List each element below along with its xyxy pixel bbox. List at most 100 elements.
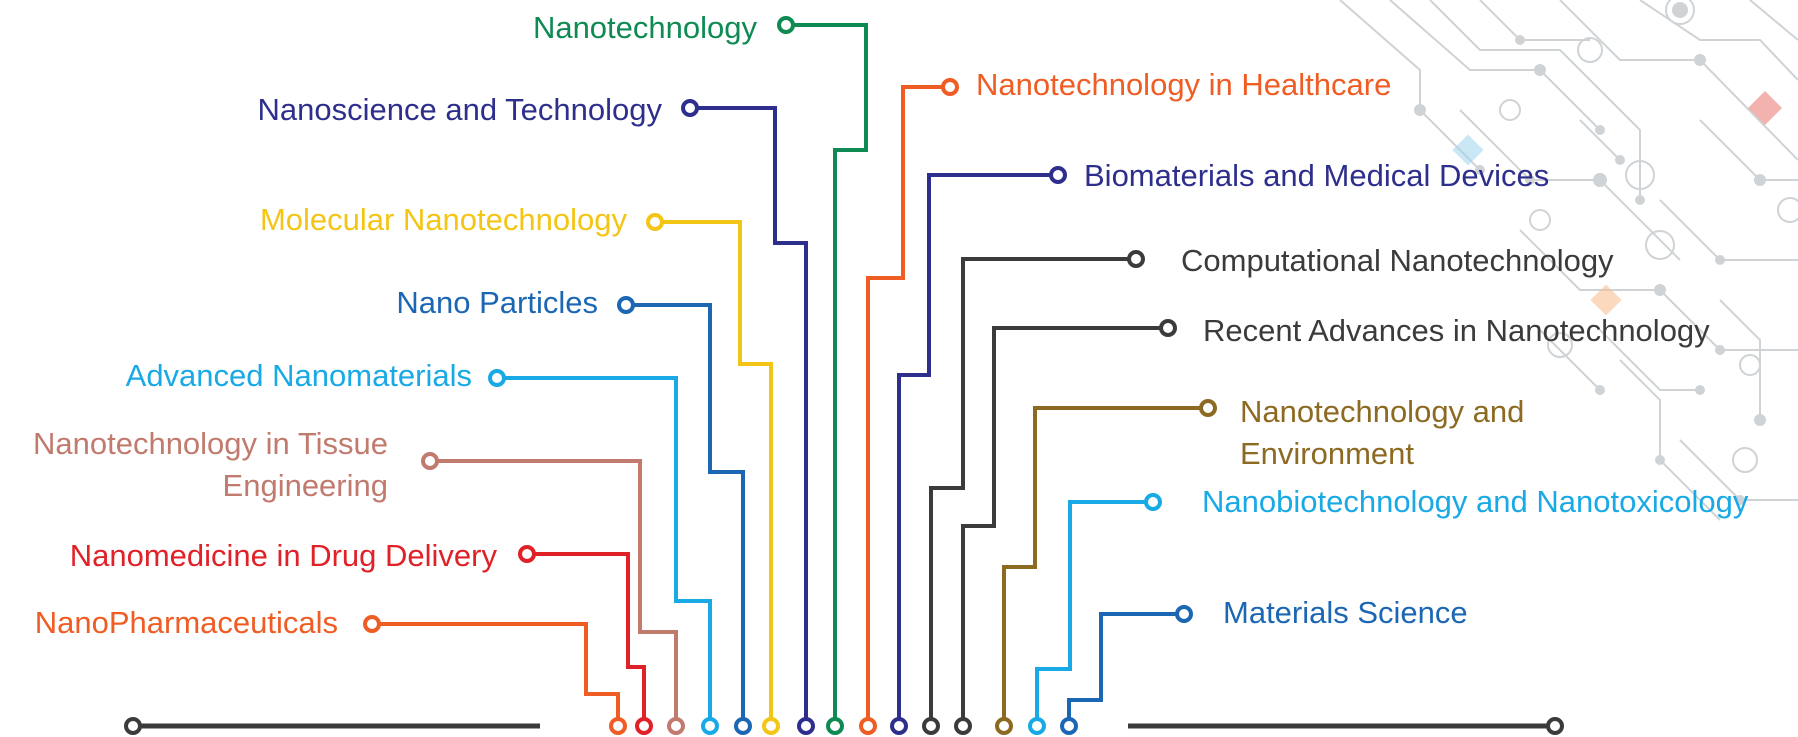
connector-line bbox=[690, 106, 808, 726]
topic-label-nanobio[interactable]: Nanobiotechnology and Nanotoxicology bbox=[1202, 484, 1749, 519]
connector-end-dot bbox=[617, 296, 635, 314]
topic-label-nanoscience[interactable]: Nanoscience and Technology bbox=[258, 92, 663, 127]
topic-connector-computational bbox=[922, 250, 1145, 735]
circuit-trace bbox=[1599, 329, 1700, 391]
topic-connector-biomaterials bbox=[890, 166, 1067, 735]
topic-connector-molecular bbox=[646, 213, 780, 735]
topic-label-nanopharma[interactable]: NanoPharmaceuticals bbox=[35, 605, 338, 640]
topic-connector-nanotechnology bbox=[777, 16, 868, 735]
connector-line bbox=[497, 376, 712, 726]
circuit-node bbox=[1695, 385, 1705, 395]
circuit-trace bbox=[1749, 0, 1798, 41]
connector-line bbox=[786, 23, 868, 726]
topic-label-recent[interactable]: Recent Advances in Nanotechnology bbox=[1203, 313, 1710, 348]
connector-end-dot bbox=[1049, 166, 1067, 184]
connector-end-dot bbox=[1127, 250, 1145, 268]
connector-base-dot bbox=[701, 717, 719, 735]
topic-label-biomaterials[interactable]: Biomaterials and Medical Devices bbox=[1084, 158, 1549, 193]
topic-label-computational[interactable]: Computational Nanotechnology bbox=[1181, 243, 1614, 278]
circuit-node bbox=[1534, 64, 1546, 76]
topic-connectors bbox=[363, 16, 1217, 735]
connector-base-dot bbox=[635, 717, 653, 735]
connector-end-dot bbox=[1175, 605, 1193, 623]
circuit-node bbox=[1635, 195, 1645, 205]
connector-line bbox=[1002, 406, 1208, 726]
circuit-ring bbox=[1665, 0, 1695, 25]
connector-base-dot bbox=[667, 717, 685, 735]
circuit-trace bbox=[1699, 119, 1798, 181]
topic-label-line: Recent Advances in Nanotechnology bbox=[1203, 313, 1710, 348]
topic-connector-nanoparticles bbox=[617, 296, 752, 735]
connector-end-dot bbox=[421, 452, 439, 470]
topic-label-healthcare[interactable]: Nanotechnology in Healthcare bbox=[976, 67, 1391, 102]
topic-label-line: Nanotechnology in Healthcare bbox=[976, 67, 1391, 102]
circuit-trace bbox=[1619, 359, 1721, 521]
connector-base-dot bbox=[1028, 717, 1046, 735]
topic-label-line: Nanoscience and Technology bbox=[258, 92, 663, 127]
topic-label-line: Nanomedicine in Drug Delivery bbox=[70, 538, 498, 573]
circuit-node bbox=[1593, 173, 1607, 187]
circuit-ring bbox=[1547, 332, 1573, 358]
topic-label-molecular[interactable]: Molecular Nanotechnology bbox=[260, 202, 628, 237]
accent-diamond bbox=[1590, 284, 1622, 316]
connector-base-dot bbox=[609, 717, 627, 735]
circuit-trace bbox=[1459, 109, 1681, 261]
connector-line bbox=[866, 85, 950, 726]
topic-label-line: Computational Nanotechnology bbox=[1181, 243, 1614, 278]
topic-label-line: Nanotechnology in Tissue bbox=[33, 426, 388, 461]
connector-line bbox=[655, 220, 773, 726]
connector-end-dot bbox=[1159, 319, 1177, 337]
circuit-node bbox=[1515, 35, 1525, 45]
topic-label-materials[interactable]: Materials Science bbox=[1223, 595, 1468, 630]
topic-connector-environment bbox=[995, 399, 1217, 735]
topic-connector-nanoscience bbox=[681, 99, 815, 735]
connector-end-dot bbox=[488, 369, 506, 387]
connector-line bbox=[929, 257, 1136, 726]
circuit-trace bbox=[1639, 0, 1798, 81]
connector-base-dot bbox=[954, 717, 972, 735]
circuit-node bbox=[1615, 155, 1625, 165]
topic-connector-nanopharma bbox=[363, 615, 627, 735]
circuit-ring bbox=[1577, 37, 1603, 63]
topic-label-line: Environment bbox=[1240, 436, 1414, 471]
topic-label-nanoparticles[interactable]: Nano Particles bbox=[396, 285, 598, 320]
connector-end-dot bbox=[1199, 399, 1217, 417]
connector-line bbox=[1067, 612, 1184, 726]
topic-label-nanomedicine[interactable]: Nanomedicine in Drug Delivery bbox=[70, 538, 498, 573]
baseline bbox=[124, 717, 1564, 735]
circuit-ring bbox=[1499, 99, 1521, 121]
circuit-node bbox=[1715, 255, 1725, 265]
topic-label-line: Nano Particles bbox=[396, 285, 598, 320]
connector-base-dot bbox=[890, 717, 908, 735]
circuit-node bbox=[1595, 385, 1605, 395]
connector-end-dot bbox=[646, 213, 664, 231]
circuit-trace bbox=[1339, 0, 1481, 171]
circuit-ring bbox=[1625, 160, 1655, 190]
circuit-node bbox=[1654, 284, 1666, 296]
connector-base-dot bbox=[762, 717, 780, 735]
connector-end-dot bbox=[1144, 493, 1162, 511]
circuit-background-decoration bbox=[1339, 0, 1798, 521]
accent-diamond bbox=[1748, 91, 1782, 125]
topic-label-advanced[interactable]: Advanced Nanomaterials bbox=[126, 358, 472, 393]
connector-end-dot bbox=[681, 99, 699, 117]
connector-line bbox=[626, 303, 745, 726]
baseline-left-dot bbox=[124, 717, 142, 735]
connector-line bbox=[527, 552, 646, 726]
topic-label-nanotechnology[interactable]: Nanotechnology bbox=[533, 10, 758, 45]
circuit-trace bbox=[1719, 299, 1761, 420]
circuit-node bbox=[1672, 2, 1688, 18]
connector-line bbox=[430, 459, 678, 726]
topic-label-line: Advanced Nanomaterials bbox=[126, 358, 472, 393]
topic-label-line: NanoPharmaceuticals bbox=[35, 605, 338, 640]
connector-line bbox=[1035, 500, 1153, 726]
topic-connector-recent bbox=[954, 319, 1177, 735]
circuit-node bbox=[1414, 104, 1426, 116]
circuit-trace bbox=[1579, 119, 1621, 161]
circuit-node bbox=[1475, 165, 1485, 175]
topic-connector-tissue bbox=[421, 452, 685, 735]
